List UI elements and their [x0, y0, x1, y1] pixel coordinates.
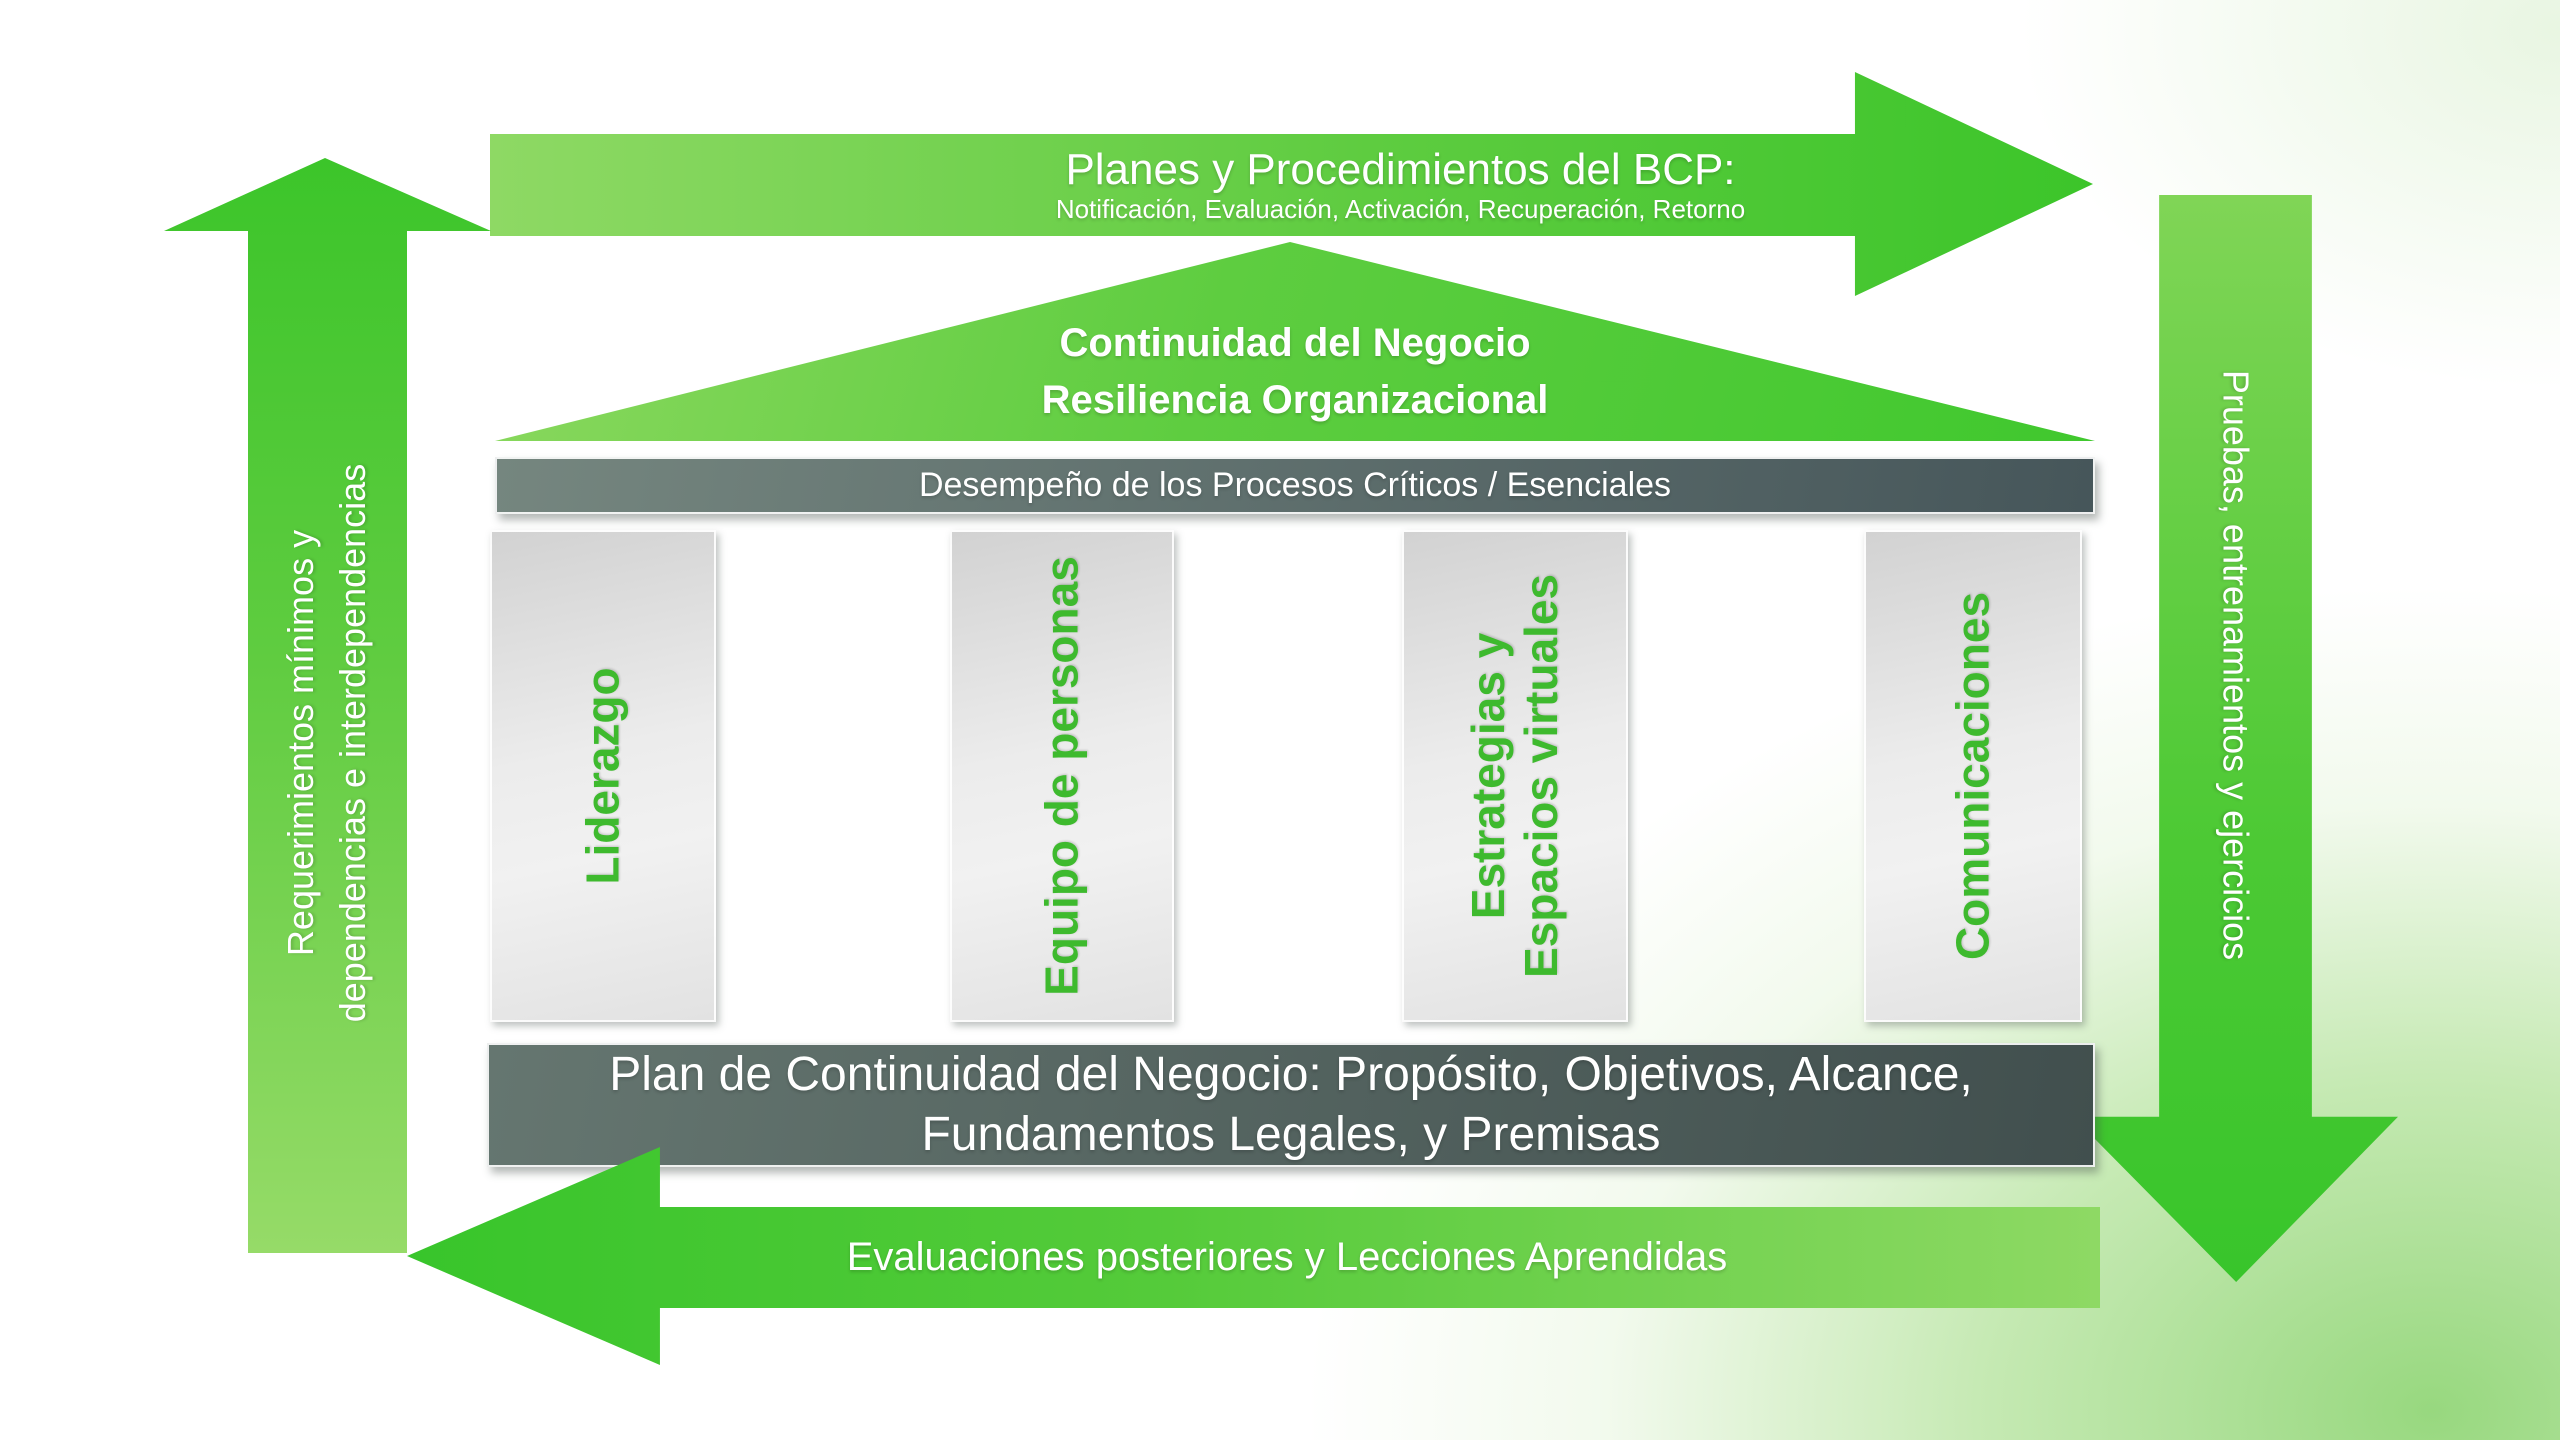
plinth-bar: Plan de Continuidad del Negocio: Propósi… [487, 1043, 2095, 1167]
right-arrow-label: Pruebas, entrenamientos y ejercicios [2215, 369, 2257, 961]
pillar-liderazgo-label: Liderazgo [576, 667, 629, 885]
architrave-bar: Desempeño de los Procesos Críticos / Ese… [495, 457, 2095, 514]
architrave-label: Desempeño de los Procesos Críticos / Ese… [918, 466, 1672, 504]
pillar-liderazgo: Liderazgo [490, 530, 716, 1022]
top-arrow-title: Planes y Procedimientos del BCP: [1065, 145, 1736, 195]
bottom-arrow-label: Evaluaciones posteriores y Lecciones Apr… [846, 1235, 1728, 1279]
pillar-comunicaciones-label: Comunicaciones [1946, 591, 1999, 961]
pillar-comunicaciones: Comunicaciones [1864, 530, 2082, 1022]
plinth-label: Plan de Continuidad del Negocio: Propósi… [609, 1048, 1973, 1161]
pillar-equipo-de-personas: Equipo de personas [950, 530, 1174, 1022]
pillar-equipo-de-personas-label: Equipo de personas [1035, 556, 1088, 996]
top-arrow-label: Planes y Procedimientos del BCP: Notific… [490, 134, 2083, 236]
top-arrow-subtitle: Notificación, Evaluación, Activación, Re… [1055, 193, 1746, 224]
bottom-left-arrow: Evaluaciones posteriores y Lecciones Apr… [407, 1147, 2100, 1365]
right-down-arrow: Pruebas, entrenamientos y ejercicios [2073, 195, 2398, 1282]
